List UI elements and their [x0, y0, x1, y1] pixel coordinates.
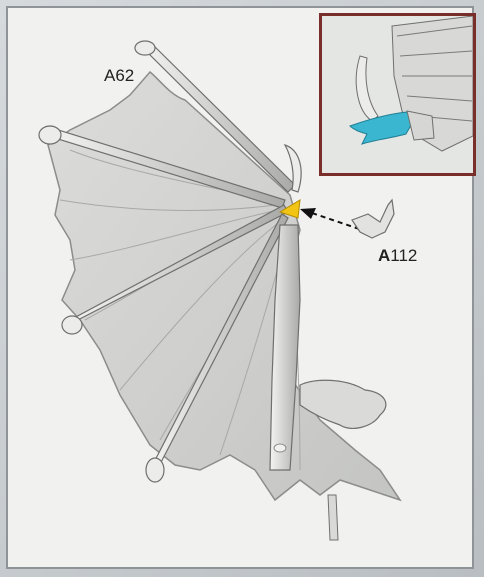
part-a112 — [352, 200, 394, 238]
claw-lower-left — [62, 316, 82, 334]
claw-left — [39, 126, 61, 144]
part-label-a112: A112 — [378, 246, 417, 266]
claw-top — [135, 41, 155, 55]
detail-inset — [319, 13, 476, 176]
inset-illustration — [322, 16, 473, 173]
part-letter: A — [378, 246, 390, 265]
part-number: 112 — [390, 246, 417, 265]
part-label-a62: A62 — [104, 66, 134, 86]
membrane-hole — [274, 444, 286, 452]
tail-spine — [328, 495, 338, 540]
claw-bottom — [146, 458, 164, 482]
